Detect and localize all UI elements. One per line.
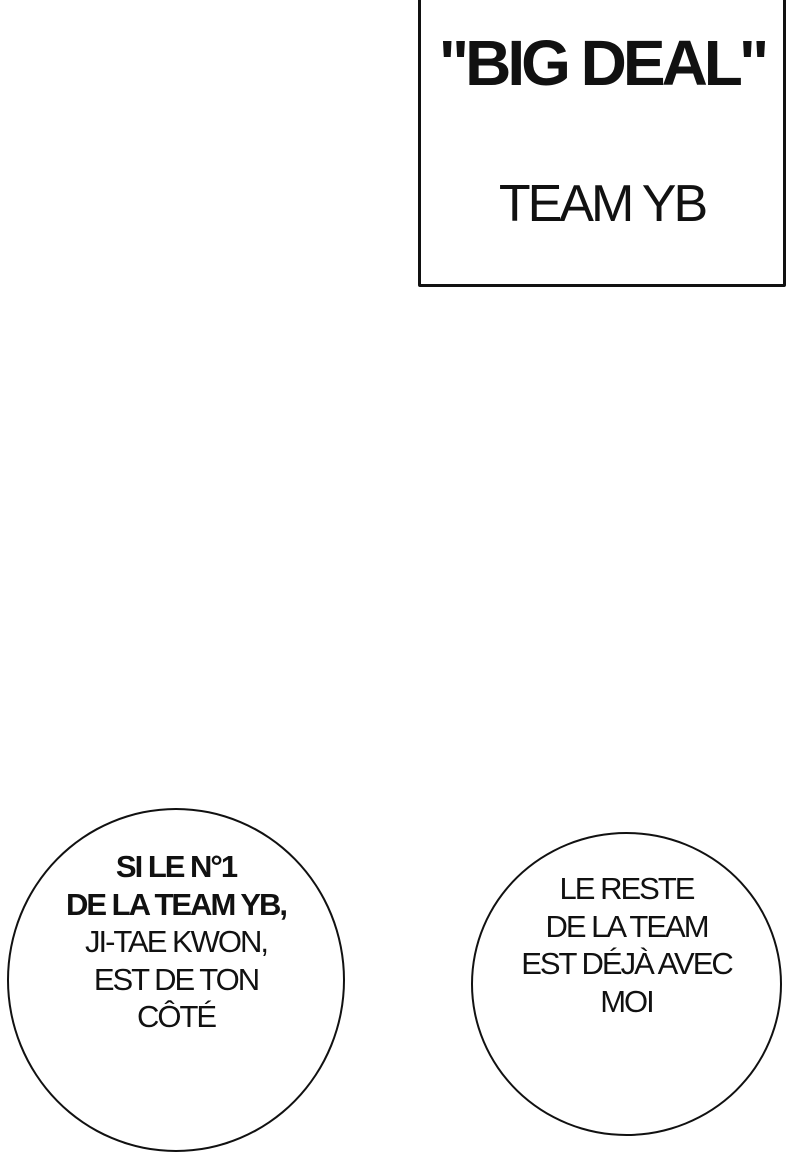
bubble-line: DE LA TEAM (545, 908, 709, 944)
caption-title: "BIG DEAL" (438, 27, 769, 99)
bubble-line: SI LE N°1 (115, 849, 238, 884)
bubble-line: EST DE TON (93, 961, 260, 997)
speech-bubble-left: SI LE N°1 DE LA TEAM YB, JI-TAE KWON, ES… (7, 808, 345, 1152)
bubble-line: JI-TAE KWON, (84, 924, 269, 959)
bubble-line: CÔTÉ (136, 999, 217, 1034)
bubble-line: EST DÉJÀ AVEC (521, 946, 734, 981)
caption-box: "BIG DEAL" TEAM YB (418, 0, 786, 287)
caption-subtitle: TEAM YB (498, 175, 708, 233)
bubble-line: DE LA TEAM YB, (65, 886, 288, 922)
bubble-line: LE RESTE (559, 871, 696, 906)
bubble-line: MOI (600, 983, 655, 1019)
speech-bubble-right: LE RESTE DE LA TEAM EST DÉJÀ AVEC MOI (471, 832, 782, 1136)
